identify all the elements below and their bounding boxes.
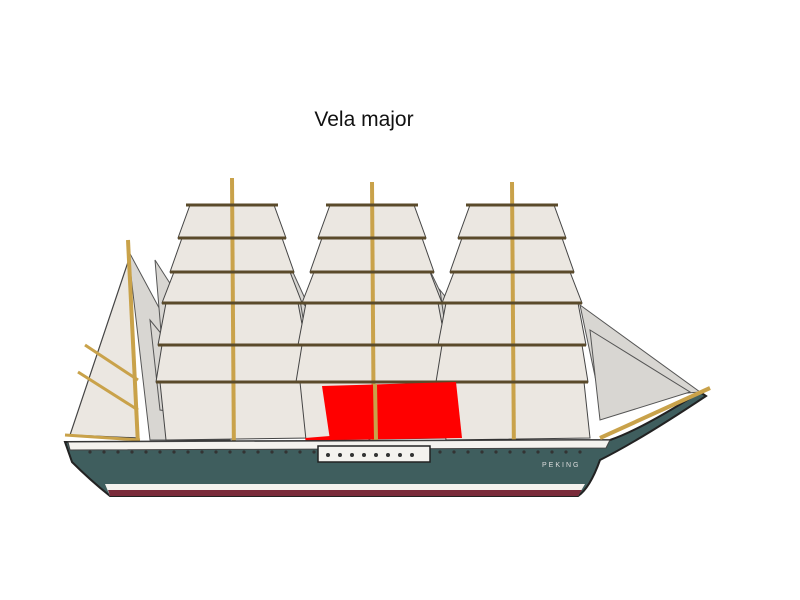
porthole <box>452 450 456 454</box>
porthole <box>116 450 120 454</box>
gaff <box>77 370 139 412</box>
porthole <box>494 450 498 454</box>
mast <box>230 177 236 463</box>
porthole <box>550 450 554 454</box>
porthole <box>256 450 260 454</box>
porthole <box>522 450 526 454</box>
gaff <box>64 433 141 442</box>
staysail <box>589 329 692 421</box>
diagram-title: Vela major <box>314 108 414 131</box>
porthole <box>312 450 316 454</box>
porthole <box>284 450 288 454</box>
deckhouse-window <box>338 453 342 457</box>
porthole <box>158 450 162 454</box>
porthole <box>242 450 246 454</box>
hull-name: PEKING <box>542 462 580 469</box>
mast <box>510 181 516 463</box>
porthole <box>200 450 204 454</box>
porthole <box>564 450 568 454</box>
deckhouse-window <box>326 453 330 457</box>
deckhouse-window <box>398 453 402 457</box>
deckhouse-window <box>362 453 366 457</box>
highlighted-sail <box>322 382 462 440</box>
bowsprit <box>599 386 711 440</box>
bulwark <box>67 439 611 451</box>
deckhouse-window <box>350 453 354 457</box>
portholes <box>88 450 582 457</box>
porthole <box>172 450 176 454</box>
deckhouse-window <box>410 453 414 457</box>
porthole <box>270 450 274 454</box>
spanker-sail <box>69 261 139 439</box>
porthole <box>578 450 582 454</box>
deckhouse-window <box>386 453 390 457</box>
deckhouse-window <box>374 453 378 457</box>
jigger-mast <box>126 239 140 446</box>
porthole <box>536 450 540 454</box>
porthole <box>228 450 232 454</box>
porthole <box>88 450 92 454</box>
porthole <box>438 450 442 454</box>
keel-stripe <box>108 490 582 496</box>
porthole <box>130 450 134 454</box>
deckhouse <box>317 445 431 463</box>
mainmast-over-sail <box>373 383 378 441</box>
porthole <box>466 450 470 454</box>
gaff <box>84 343 139 382</box>
porthole <box>480 450 484 454</box>
porthole <box>298 450 302 454</box>
porthole <box>186 450 190 454</box>
porthole <box>508 450 512 454</box>
porthole <box>102 450 106 454</box>
porthole <box>144 450 148 454</box>
porthole <box>214 450 218 454</box>
